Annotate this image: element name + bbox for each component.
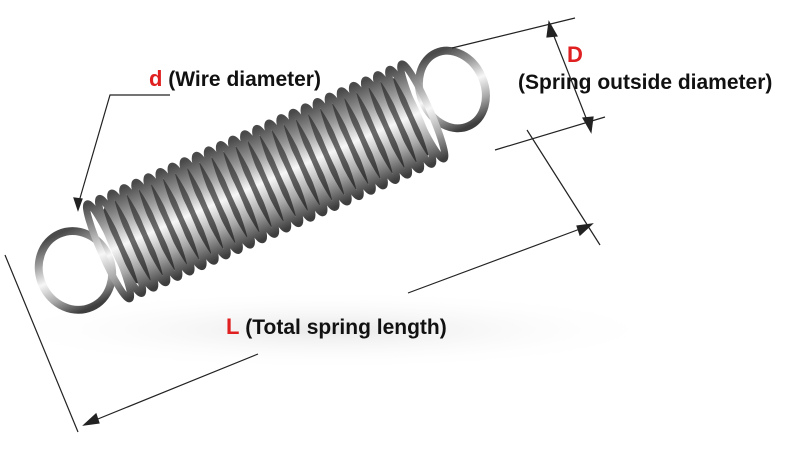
length-arrowhead-left [82, 412, 100, 426]
wire-diameter-symbol: d [149, 66, 163, 91]
left-hook-loop [34, 227, 117, 314]
wire-diameter-arrowhead [73, 197, 83, 212]
spring-coil [397, 60, 449, 163]
spring-coils [82, 60, 449, 303]
floor-shadow [0, 290, 670, 370]
wire-diameter-label: d (Wire diameter) [149, 66, 321, 91]
length-arrow-right [407, 225, 589, 294]
outside-diameter-arrowhead-bottom [582, 116, 594, 134]
outside-diameter-arrowhead-top [546, 20, 558, 38]
length-arrow-left [87, 353, 259, 424]
outside-diameter-ext-top [451, 17, 576, 49]
total-length-symbol: L [226, 314, 240, 339]
wire-diameter-text: (Wire diameter) [168, 68, 321, 91]
length-arrowhead-right [576, 223, 594, 237]
total-length-label: L (Total spring length) [226, 314, 447, 339]
dimension-lines [4, 17, 606, 433]
total-length-text: (Total spring length) [245, 316, 447, 339]
length-ext-right [526, 129, 601, 246]
outside-diameter-text: (Spring outside diameter) [518, 71, 773, 94]
length-ext-left [4, 254, 79, 433]
wire-diameter-leader [77, 94, 170, 206]
outside-diameter-arrow [549, 25, 591, 129]
outside-diameter-symbol: D [567, 42, 583, 67]
extension-spring [34, 46, 490, 314]
